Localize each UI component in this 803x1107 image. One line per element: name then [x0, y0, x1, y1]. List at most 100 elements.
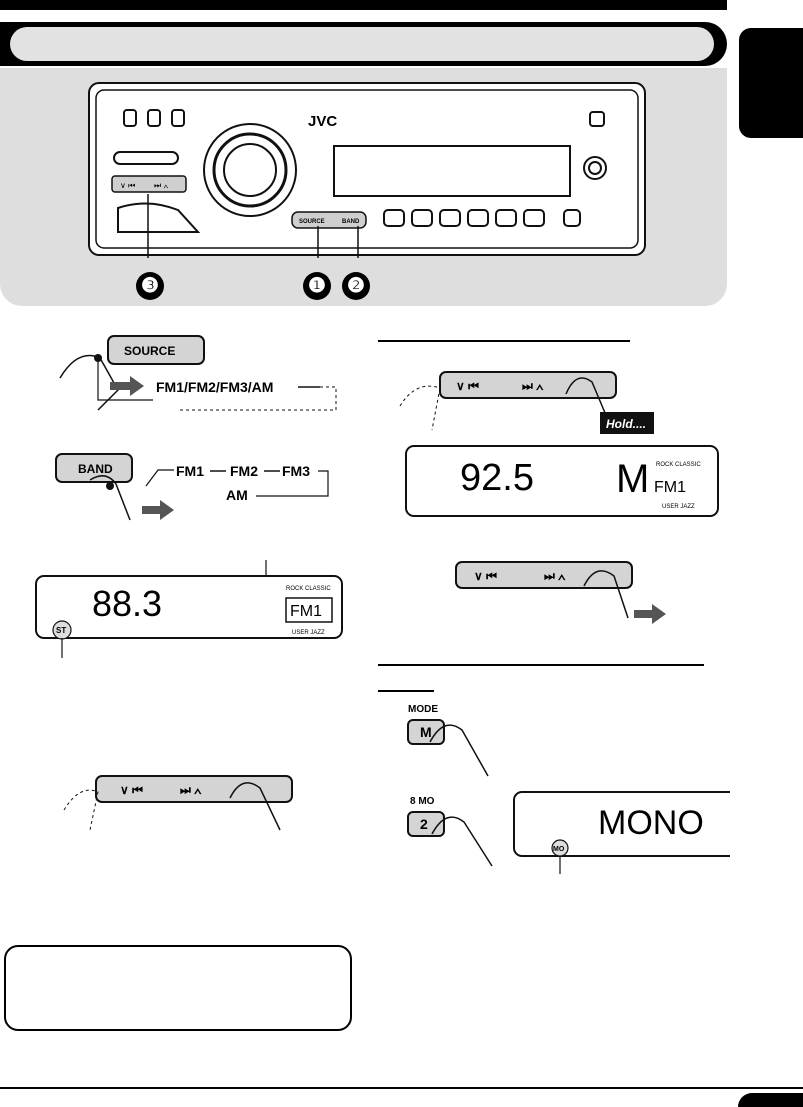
top-bar — [0, 0, 727, 10]
lcd-eq-bottom: USER JAZZ — [292, 630, 325, 636]
finger-left-ghost — [399, 385, 441, 431]
band-fm3: FM3 — [282, 463, 310, 479]
seek-up: ⏭ ∧ — [522, 379, 544, 393]
seek-down-label: ∨ ⏮ — [120, 181, 135, 190]
preset-4 — [467, 209, 489, 227]
band-button-label: BAND — [78, 462, 113, 476]
seek-down: ∨ ⏮ — [120, 783, 143, 797]
hold-label: Hold.... — [606, 417, 646, 431]
st-label: ST — [56, 626, 66, 635]
band-fm1: FM1 — [176, 463, 204, 479]
seek-illustration-2: ∨ ⏮ ⏭ ∧ — [455, 561, 666, 624]
source-illustration: SOURCE FM1/FM2/FM3/AM — [59, 335, 337, 411]
band-loop — [256, 470, 329, 497]
detach-button — [589, 111, 605, 127]
mo-label: MO — [553, 846, 565, 853]
preset-3 — [439, 209, 461, 227]
display-window — [333, 145, 571, 197]
seek-up-label: ⏭ ∧ — [154, 181, 168, 190]
faceplate-inner — [95, 89, 639, 249]
band-illustration: BAND FM1 FM2 FM3 AM — [55, 453, 329, 521]
seek-button-bar — [95, 775, 293, 803]
source-button-label: SOURCE — [124, 344, 175, 358]
preset-5 — [495, 209, 517, 227]
seek-button-bar — [455, 561, 633, 589]
flow-line — [145, 469, 174, 487]
callout-1: ❶ — [303, 272, 331, 300]
lcd-eq-bottom: USER JAZZ — [662, 504, 695, 510]
seek-up: ⏭ ∧ — [180, 783, 202, 797]
language-tab — [739, 28, 803, 138]
small-button-1 — [123, 109, 137, 127]
page-number-tab — [738, 1093, 803, 1107]
seek-button-bar — [439, 371, 617, 399]
seek-buttons — [111, 175, 187, 193]
lcd-eq-top: ROCK CLASSIC — [656, 462, 701, 468]
finger-right — [583, 570, 629, 619]
finger-left-ghost — [63, 789, 99, 831]
lcd-frame — [513, 791, 730, 857]
section-rule-2 — [378, 664, 704, 666]
unit-source-label: SOURCE — [299, 219, 325, 225]
finger-right — [229, 782, 281, 831]
preset-title: 8 MO — [410, 796, 435, 807]
band-button — [55, 453, 133, 483]
lcd-display-3: MONO MO — [513, 791, 730, 874]
lcd-band: FM1 — [654, 479, 686, 496]
mode-illustration: MODE M — [407, 704, 489, 777]
lcd-frame — [35, 575, 343, 639]
lcd-display-1: 88.3 FM1 ROCK CLASSIC USER JAZZ ST — [35, 560, 343, 658]
mode-title: MODE — [408, 704, 438, 715]
aux-jack — [588, 161, 602, 175]
preset-key: 2 — [420, 816, 428, 832]
finger — [89, 475, 131, 521]
preset-7 — [563, 209, 581, 227]
seek-down: ∨ ⏮ — [456, 379, 479, 393]
seek-illustration-1: ∨ ⏮ ⏭ ∧ — [63, 775, 293, 831]
mode-button — [407, 719, 445, 745]
volume-ring — [212, 132, 288, 208]
finger — [59, 354, 119, 411]
source-band-button — [291, 211, 367, 229]
preset-6 — [523, 209, 545, 227]
title-pill — [10, 27, 714, 61]
arrow-right — [142, 500, 174, 520]
unit-band-label: BAND — [342, 219, 360, 225]
source-sequence: FM1/FM2/FM3/AM — [156, 379, 273, 395]
note-box — [4, 945, 352, 1031]
lcd-band-box — [285, 597, 333, 623]
finger — [431, 816, 493, 867]
volume-knob — [223, 143, 277, 197]
band-am: AM — [226, 487, 248, 503]
aux-jack-outer — [583, 156, 607, 180]
footer-rule — [0, 1087, 803, 1089]
lcd-display-2: 92.5 M FM1 ROCK CLASSIC USER JAZZ — [405, 445, 719, 517]
lcd-mono: MONO — [598, 804, 704, 842]
press-dot — [106, 482, 114, 490]
source-button — [107, 335, 205, 365]
disc-slot — [113, 151, 179, 165]
lcd-band: FM1 — [290, 603, 322, 620]
flow-line — [97, 358, 153, 401]
seek-up: ⏭ ∧ — [544, 569, 566, 583]
lcd-frequency: 88.3 — [92, 583, 162, 624]
small-button-2 — [147, 109, 161, 127]
lcd-frame — [405, 445, 719, 517]
arrow-right — [110, 376, 144, 396]
title-bar — [0, 22, 727, 66]
small-button-3 — [171, 109, 185, 127]
lcd-eq-top: ROCK CLASSIC — [286, 586, 331, 592]
arrow-right — [634, 604, 666, 624]
lcd-frequency: 92.5 — [460, 457, 534, 499]
lcd-memory-flag: M — [616, 457, 649, 501]
finger — [429, 724, 489, 777]
band-fm2: FM2 — [230, 463, 258, 479]
mode-key: M — [420, 724, 432, 740]
brand-logo: JVC — [308, 113, 337, 130]
callout-3: ❸ — [136, 272, 164, 300]
preset-1 — [383, 209, 405, 227]
seek-hold-illustration: ∨ ⏮ ⏭ ∧ Hold.... — [399, 371, 654, 434]
seq-loop — [178, 386, 337, 411]
finger-right — [565, 377, 609, 421]
eject-cover — [117, 202, 201, 233]
